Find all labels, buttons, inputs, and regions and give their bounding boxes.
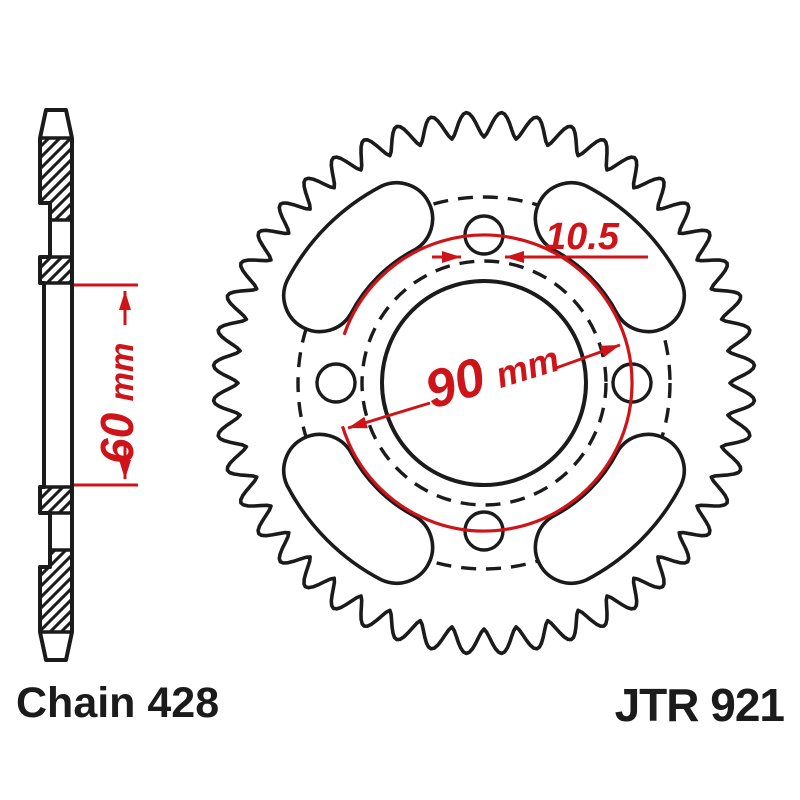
chain-size-label: Chain 428 — [16, 679, 219, 727]
part-number-label: JTR 921 — [615, 679, 785, 731]
hub-hidden-circle-outer — [296, 195, 672, 571]
lightening-slot — [533, 432, 687, 586]
hub-hidden-circle-inner — [360, 259, 608, 507]
bolt-hole-left — [315, 362, 357, 404]
side-view-section-lines — [40, 136, 72, 634]
side-view-hatching — [40, 138, 72, 632]
bolt-circle-red-arc — [340, 233, 634, 533]
dimension-10-5: 10.5 — [432, 216, 648, 263]
dim-60mm-label: 60 mm — [91, 343, 143, 464]
side-view-cross-section — [38, 108, 74, 662]
dim-10-5-label: 10.5 — [545, 216, 620, 258]
center-bore — [380, 279, 588, 487]
dimension-60mm: 60 mm — [74, 283, 143, 487]
lightening-slot — [281, 432, 435, 586]
lightening-slot — [281, 180, 435, 334]
front-view: 10.5 90 mm — [211, 110, 757, 656]
